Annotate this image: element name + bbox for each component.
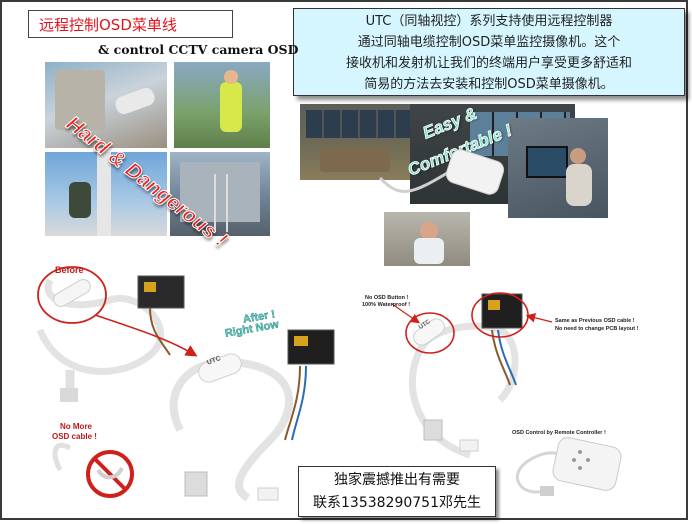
osd-cable-label: OSD cable ! <box>52 432 97 441</box>
after-cable-icon <box>169 329 335 502</box>
no-more-cable-icon <box>52 442 134 498</box>
before-cable-icon <box>36 275 185 402</box>
remote-controller-icon <box>516 437 622 496</box>
same-cable-label: Same as Previous OSD cable ! <box>555 318 635 324</box>
no-osd-button-label: No OSD Button ! <box>365 295 409 301</box>
slide-title: 远程控制OSD菜单线 <box>28 10 233 38</box>
photo-officer <box>384 212 470 266</box>
info-line: 简易的方法去安装和控制OSD菜单摄像机。 <box>364 77 614 92</box>
utc-cable-right-icon <box>408 293 523 459</box>
info-line: 通过同轴电缆控制OSD菜单监控摄像机。这个 <box>357 35 621 50</box>
no-pcb-change-label: No need to change PCB layout ! <box>555 326 639 332</box>
contact-line-2: 联系13538290751邓先生 <box>313 495 481 511</box>
photo-building-ladder <box>170 152 270 236</box>
photo-control-room <box>300 104 420 180</box>
no-more-label: No More <box>60 422 92 431</box>
before-label: Before <box>55 265 84 275</box>
arrow-before-to-after <box>94 314 198 357</box>
info-textbox: UTC（同轴视控）系列支持使用远程控制器 通过同轴电缆控制OSD菜单监控摄像机。… <box>293 8 685 96</box>
photo-camera-wall <box>45 62 167 148</box>
contact-line-1: 独家震撼推出有需要 <box>334 472 460 488</box>
remote-transmitter-icon <box>378 149 505 195</box>
info-line: 接收机和发射机让我们的终端用户享受更多舒适和 <box>345 56 632 71</box>
photo-operator <box>508 118 608 218</box>
contact-textbox: 独家震撼推出有需要 联系13538290751邓先生 <box>298 466 496 517</box>
before-highlight-circle <box>37 266 107 324</box>
arrow-no-osd <box>391 303 420 324</box>
photo-worker-ladder <box>174 62 270 148</box>
photo-pole-climber <box>45 152 167 236</box>
utc-highlight-circle <box>405 312 455 354</box>
info-line: UTC（同轴视控）系列支持使用远程控制器 <box>365 14 613 29</box>
arrow-same-cable <box>525 313 553 323</box>
waterproof-label: 100% Waterproof ! <box>362 302 411 308</box>
remote-control-label: OSD Control by Remote Controller ! <box>512 430 606 436</box>
subtitle: & control CCTV camera OSD <box>98 42 299 57</box>
